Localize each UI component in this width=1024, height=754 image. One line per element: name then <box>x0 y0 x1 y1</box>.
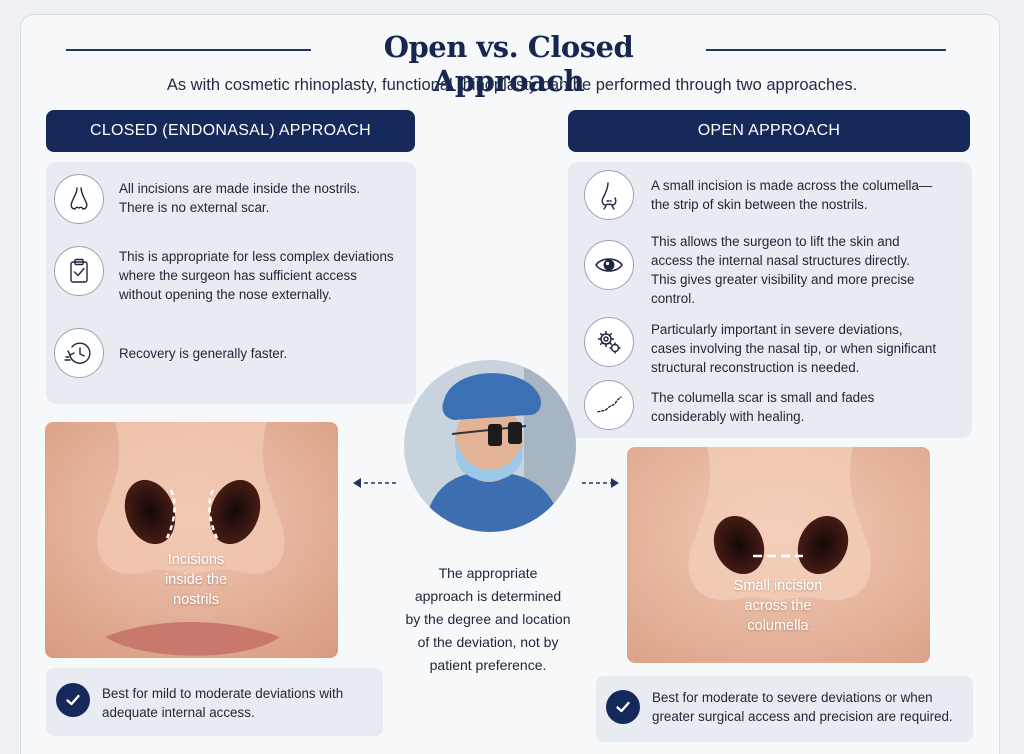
title-rule-right <box>706 49 946 51</box>
text-line: Particularly important in severe deviati… <box>651 322 903 337</box>
closed-approach-photo: Incisions inside the nostrils <box>45 422 338 658</box>
eye-icon <box>584 240 634 290</box>
text-line: structural reconstruction is needed. <box>651 360 860 375</box>
open-item-4-text: The columella scar is small and fades co… <box>651 388 874 426</box>
scar-line-icon <box>584 380 634 430</box>
gears-icon <box>584 317 634 367</box>
closed-approach-panel: All incisions are made inside the nostri… <box>46 162 416 404</box>
text-line: This gives greater visibility and more p… <box>651 272 915 287</box>
closed-photo-label: Incisions inside the nostrils <box>141 550 251 610</box>
label-line: across the <box>744 598 812 614</box>
text-line: Best for moderate to severe deviations o… <box>652 690 933 705</box>
text-line: There is no external scar. <box>119 200 270 215</box>
open-best-for-text: Best for moderate to severe deviations o… <box>652 688 953 726</box>
text-line: access the internal nasal structures dir… <box>651 253 910 268</box>
open-photo-label: Small incision across the columella <box>713 576 843 636</box>
text-line: of the deviation, not by <box>417 634 559 650</box>
check-icon <box>56 683 90 717</box>
closed-best-for-text: Best for mild to moderate deviations wit… <box>102 684 343 722</box>
arrow-left-icon <box>353 478 396 488</box>
open-item-2-text: This allows the surgeon to lift the skin… <box>651 232 914 308</box>
label-line: nostrils <box>173 592 219 608</box>
label-line: inside the <box>164 572 228 588</box>
text-line: The columella scar is small and fades <box>651 390 875 405</box>
text-line: control. <box>651 291 695 306</box>
label-line: columella <box>747 618 809 634</box>
closed-item-3-text: Recovery is generally faster. <box>119 344 287 363</box>
title-row: Open vs. Closed Approach <box>0 30 1024 98</box>
text-line: This allows the surgeon to lift the skin… <box>651 234 900 249</box>
clipboard-check-icon <box>54 246 104 296</box>
approach-determination-note: The appropriate approach is determined b… <box>398 562 578 677</box>
text-line: approach is determined <box>414 588 562 604</box>
text-line: adequate internal access. <box>102 705 255 720</box>
title-rule-left <box>66 49 311 51</box>
text-line: Recovery is generally faster. <box>119 346 288 361</box>
closed-item-2-text: This is appropriate for less complex dev… <box>119 247 394 304</box>
label-line: Small incision <box>733 578 823 594</box>
columella-incision-icon <box>584 170 634 220</box>
page-subtitle: As with cosmetic rhinoplasty, functional… <box>166 76 858 94</box>
text-line: without opening the nose externally. <box>119 287 332 302</box>
arrow-right-icon <box>582 478 619 488</box>
clock-icon <box>54 328 104 378</box>
text-line: This is appropriate for less complex dev… <box>119 249 394 264</box>
text-line: All incisions are made inside the nostri… <box>119 181 361 196</box>
open-approach-panel: A small incision is made across the colu… <box>568 162 972 438</box>
open-best-for-box: Best for moderate to severe deviations o… <box>596 676 973 742</box>
text-line: patient preference. <box>429 657 547 673</box>
surgeon-photo <box>404 360 576 532</box>
label-line: Incisions <box>167 552 225 568</box>
page-title: Open vs. Closed Approach <box>383 30 634 98</box>
text-line: Best for mild to moderate deviations wit… <box>102 686 344 701</box>
text-line: by the degree and location <box>405 611 571 627</box>
nose-icon <box>54 174 104 224</box>
text-line: where the surgeon has sufficient access <box>119 268 357 283</box>
text-line: greater surgical access and precision ar… <box>652 709 953 724</box>
closed-best-for-box: Best for mild to moderate deviations wit… <box>46 668 383 736</box>
check-icon <box>606 690 640 724</box>
open-approach-photo: Small incision across the columella <box>627 447 930 663</box>
text-line: A small incision is made across the colu… <box>651 178 933 193</box>
open-approach-heading: OPEN APPROACH <box>568 110 970 152</box>
text-line: considerably with healing. <box>651 409 805 424</box>
text-line: the strip of skin between the nostrils. <box>651 197 868 212</box>
text-line: The appropriate <box>438 565 538 581</box>
text-line: cases involving the nasal tip, or when s… <box>651 341 937 356</box>
closed-item-1-text: All incisions are made inside the nostri… <box>119 179 360 217</box>
closed-approach-heading: CLOSED (ENDONASAL) APPROACH <box>46 110 415 152</box>
open-item-3-text: Particularly important in severe deviati… <box>651 320 936 377</box>
open-item-1-text: A small incision is made across the colu… <box>651 176 932 214</box>
